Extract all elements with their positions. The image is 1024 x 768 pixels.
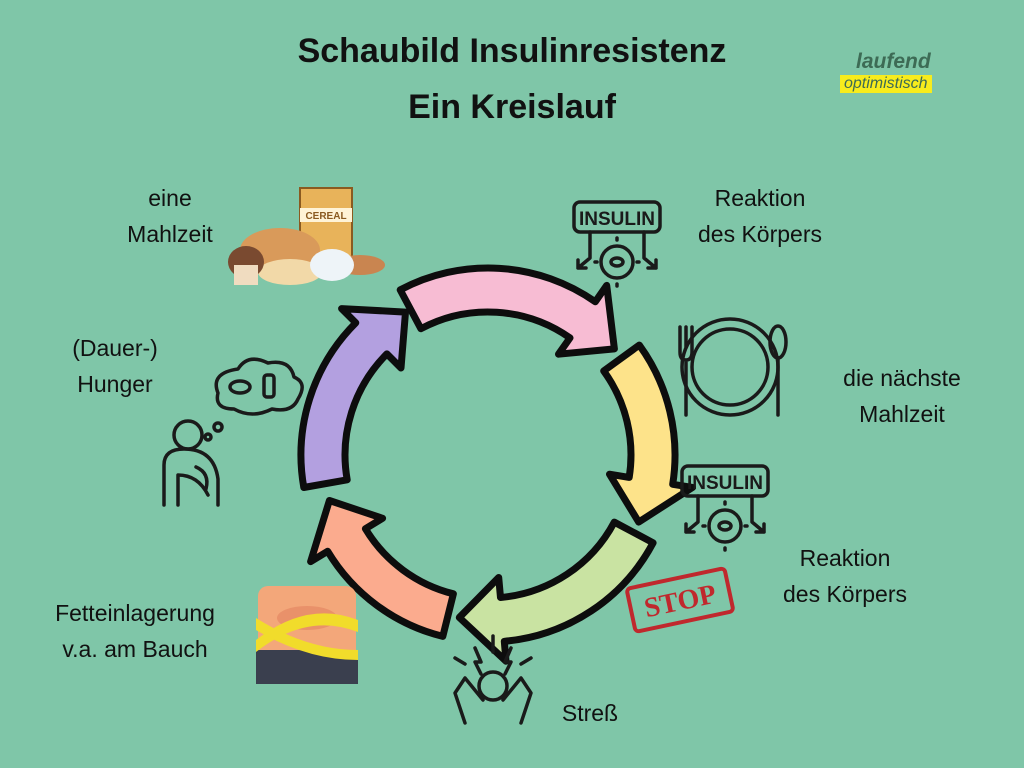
arrow-hunger-to-meal bbox=[297, 305, 409, 491]
belly-measuring-tape-icon bbox=[256, 586, 358, 684]
stop-stamp-icon: STOP bbox=[625, 566, 735, 634]
arrow-meal-to-insulin bbox=[396, 264, 618, 358]
plate-cutlery-icon bbox=[678, 317, 788, 417]
title-line-1: Schaubild Insulinresistenz bbox=[297, 32, 727, 70]
arrow-to-fat-storage bbox=[307, 497, 457, 640]
title-line-2: Ein Kreislauf bbox=[408, 88, 616, 126]
stress-icon bbox=[453, 634, 533, 725]
insulin-icon-1: INSULIN bbox=[572, 200, 662, 288]
insulin-icon-2: INSULIN bbox=[680, 464, 770, 552]
food-icon: CEREAL bbox=[228, 187, 385, 285]
svg-text:INSULIN: INSULIN bbox=[579, 209, 655, 230]
svg-text:INSULIN: INSULIN bbox=[687, 473, 763, 494]
cycle-arrows bbox=[297, 264, 696, 665]
hungry-person-icon bbox=[162, 357, 304, 507]
arrow-insulin-to-next-meal bbox=[600, 341, 696, 526]
logo-text-bottom: optimistisch bbox=[840, 75, 932, 93]
label-stress: Streß bbox=[561, 700, 619, 726]
label-hunger: (Dauer-)Hunger bbox=[72, 335, 158, 397]
logo-text-top: laufend bbox=[856, 50, 931, 73]
arrow-to-stress bbox=[455, 518, 657, 665]
svg-text:CEREAL: CEREAL bbox=[305, 211, 346, 222]
